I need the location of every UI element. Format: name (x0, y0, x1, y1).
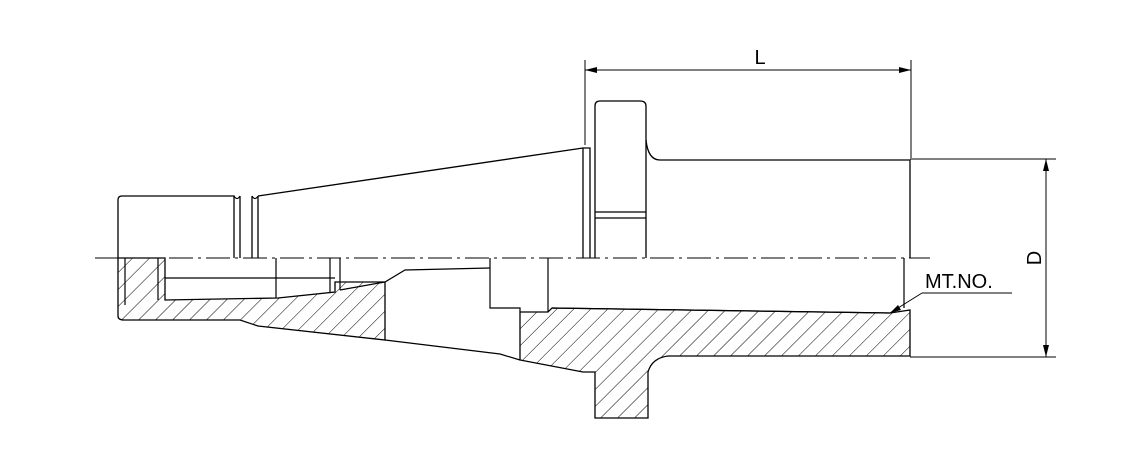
flange-upper-outline (594, 100, 647, 258)
hatched-section-right (519, 307, 911, 419)
mt-label: MT.NO. (925, 271, 993, 293)
dim-d-arrow-bottom (1043, 345, 1049, 357)
groove-curve (233, 195, 259, 200)
bore-pocket (489, 258, 549, 312)
dim-l-arrow-left (585, 67, 597, 73)
body-upper-outline (645, 139, 911, 258)
taper-upper-outline (257, 147, 591, 258)
morse-taper-line (551, 307, 891, 314)
dim-d-arrow-top (1043, 159, 1049, 171)
dim-l-label: L (754, 47, 765, 69)
mt-leader-arrow (890, 305, 901, 313)
bore-cone (339, 267, 491, 291)
bore-lower-taper (384, 339, 521, 361)
dim-l-arrow-right (899, 67, 911, 73)
hatched-section-left (117, 257, 386, 341)
dim-d-label: D (1024, 251, 1046, 265)
collar-upper-outline (117, 195, 235, 258)
